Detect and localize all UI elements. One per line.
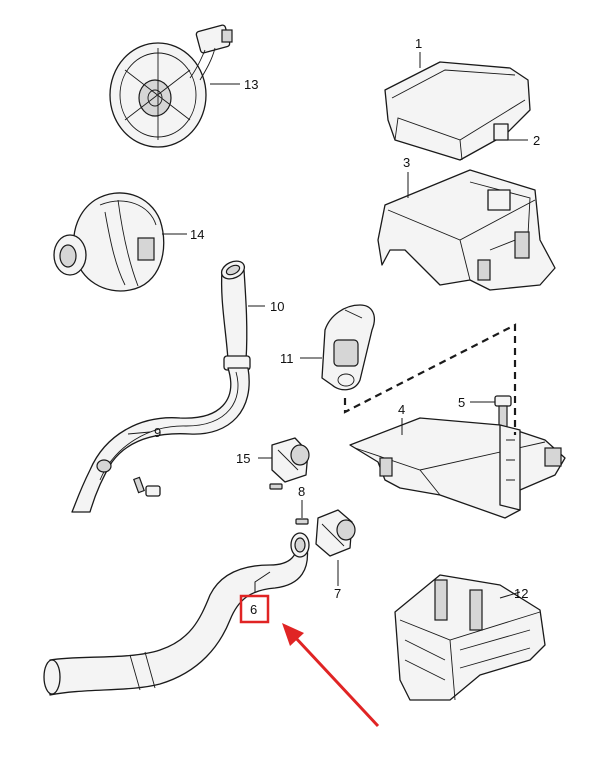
part-14-fan-housing [53,192,165,292]
callout-5: 5 [458,395,465,410]
part-15-connector [271,437,310,483]
callout-1: 1 [415,36,422,51]
callout-labels: 1 2 3 4 5 6 7 8 9 10 11 12 13 14 15 [154,36,540,617]
callout-15: 15 [236,451,250,466]
part-6-lower-duct [43,532,310,696]
bolt-part-9 [133,476,161,497]
callout-10: 10 [270,299,284,314]
red-arrow [282,623,380,728]
callout-12: 12 [514,586,528,601]
leader-lines [127,52,528,599]
highlight-box-part-6 [239,594,270,624]
part-11-bracket [321,304,375,391]
part-7-connector [315,509,356,557]
dashed-connection [343,323,517,435]
part-9-long-duct [71,367,250,513]
part-10-upper-duct [220,260,251,371]
part-3-lower-case [377,169,556,291]
part-8-screws [269,483,309,525]
part-4-tray [349,417,566,519]
callout-9: 9 [154,425,161,440]
callout-6: 6 [250,602,257,617]
callout-2: 2 [533,133,540,148]
callout-13: 13 [244,77,258,92]
callout-11: 11 [280,351,294,366]
part-12-module [394,574,546,701]
callout-4: 4 [398,402,405,417]
part-1-cover [384,61,531,161]
callout-14: 14 [190,227,204,242]
part-13-blower-motor [109,24,233,148]
callout-8: 8 [298,484,305,499]
callout-7: 7 [334,586,341,601]
callout-3: 3 [403,155,410,170]
